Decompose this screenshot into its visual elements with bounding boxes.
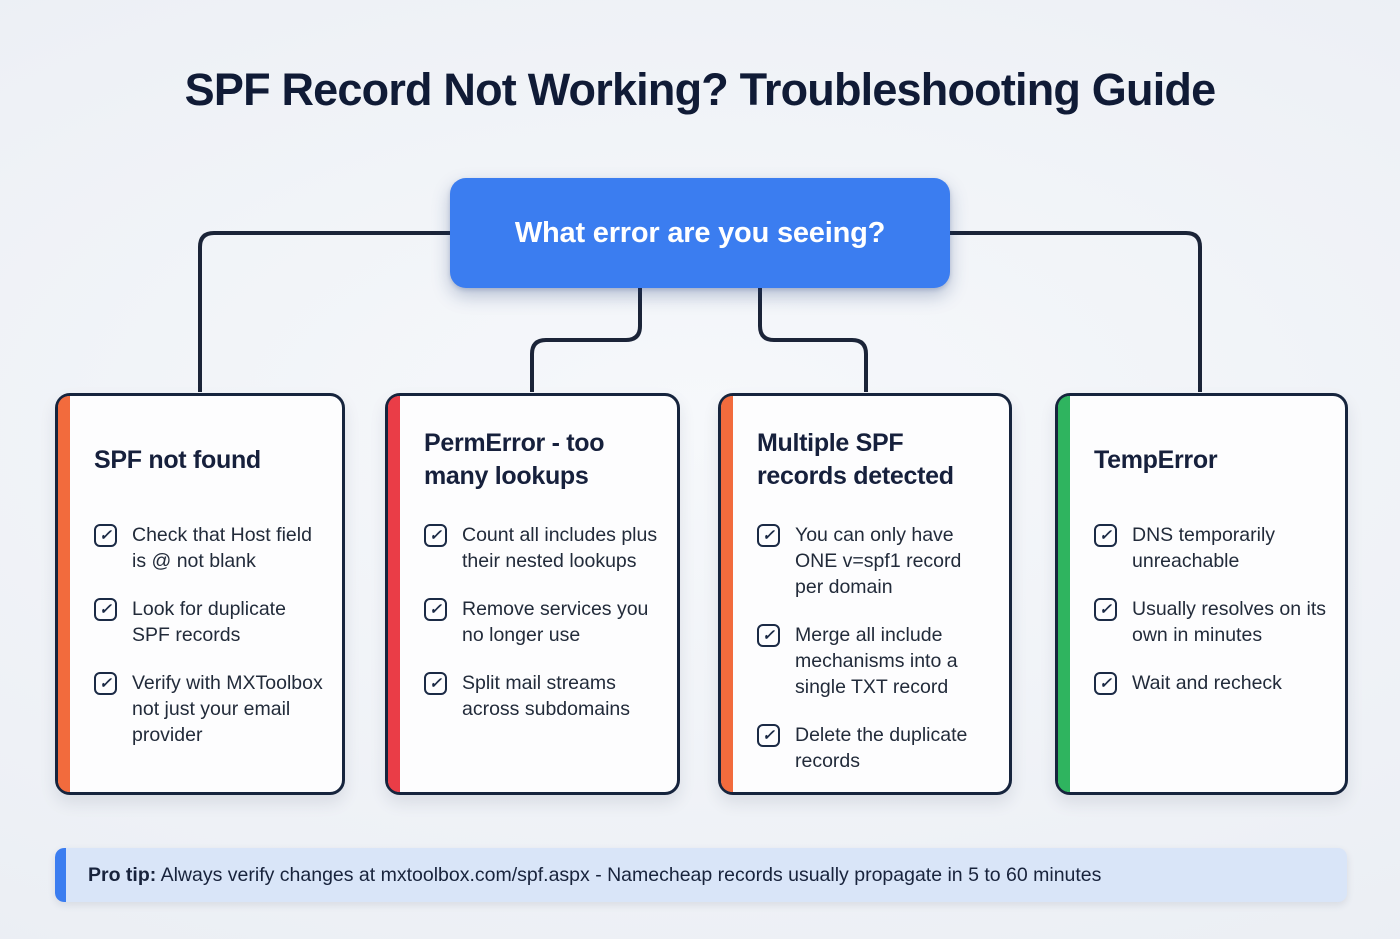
checkbox-icon[interactable]: ✓	[424, 672, 447, 695]
checkbox-icon[interactable]: ✓	[1094, 598, 1117, 621]
checkbox-icon[interactable]: ✓	[94, 672, 117, 695]
list-item-text: Count all includes plus their nested loo…	[462, 524, 658, 572]
list-item: ✓ Merge all include mechanisms into a si…	[757, 622, 991, 700]
card-temperror: TempError ✓ DNS temporarily unreachable …	[1055, 393, 1348, 795]
card-spf-not-found: SPF not found ✓ Check that Host field is…	[55, 393, 345, 795]
list-item-text: Merge all include mechanisms into a sing…	[795, 624, 958, 698]
checkbox-icon[interactable]: ✓	[757, 524, 780, 547]
list-item: ✓ Verify with MXToolbox not just your em…	[94, 670, 324, 748]
card-title: SPF not found	[94, 445, 261, 474]
card-permerror: PermError - too many lookups ✓ Count all…	[385, 393, 680, 795]
list-item-text: Look for duplicate SPF records	[132, 598, 286, 646]
pro-tip-label: Pro tip:	[88, 863, 157, 886]
list-item-text: DNS temporarily unreachable	[1132, 524, 1276, 572]
checklist: ✓ Check that Host field is @ not blank ✓…	[94, 522, 324, 748]
list-item-text: Verify with MXToolbox not just your emai…	[132, 672, 323, 746]
list-item-text: Delete the duplicate records	[795, 724, 968, 772]
connector-root-to-card-4	[950, 231, 1202, 392]
checklist: ✓ Count all includes plus their nested l…	[424, 522, 659, 722]
connector-root-to-card-1	[198, 231, 450, 392]
checkbox-icon[interactable]: ✓	[94, 598, 117, 621]
card-accent-bar	[58, 396, 70, 792]
list-item-text: Remove services you no longer use	[462, 598, 649, 646]
list-item: ✓ Look for duplicate SPF records	[94, 596, 324, 648]
checklist: ✓ You can only have ONE v=spf1 record pe…	[757, 522, 991, 774]
card-title: PermError - too many lookups	[424, 429, 605, 490]
root-question-label: What error are you seeing?	[514, 216, 886, 249]
card-accent-bar	[721, 396, 733, 792]
checkbox-icon[interactable]: ✓	[757, 624, 780, 647]
list-item: ✓ Remove services you no longer use	[424, 596, 659, 648]
page-title: SPF Record Not Working? Troubleshooting …	[184, 64, 1216, 115]
card-accent-bar	[1058, 396, 1070, 792]
list-item: ✓ Delete the duplicate records	[757, 722, 991, 774]
checkbox-icon[interactable]: ✓	[1094, 672, 1117, 695]
list-item: ✓ Usually resolves on its own in minutes	[1094, 596, 1327, 648]
checkbox-icon[interactable]: ✓	[424, 524, 447, 547]
connector-root-to-card-2	[530, 287, 642, 392]
list-item-text: You can only have ONE v=spf1 record per …	[795, 524, 962, 598]
list-item: ✓ Check that Host field is @ not blank	[94, 522, 324, 574]
list-item: ✓ You can only have ONE v=spf1 record pe…	[757, 522, 991, 600]
list-item: ✓ Wait and recheck	[1094, 670, 1327, 696]
checklist: ✓ DNS temporarily unreachable ✓ Usually …	[1094, 522, 1327, 696]
card-accent-bar	[388, 396, 400, 792]
list-item-text: Check that Host field is @ not blank	[132, 524, 312, 572]
pro-tip-accent-bar	[55, 848, 66, 902]
list-item-text: Usually resolves on its own in minutes	[1132, 598, 1326, 646]
checkbox-icon[interactable]: ✓	[1094, 524, 1117, 547]
connector-root-to-card-3	[758, 287, 868, 392]
checkbox-icon[interactable]: ✓	[757, 724, 780, 747]
checkbox-icon[interactable]: ✓	[94, 524, 117, 547]
list-item: ✓ Split mail streams across subdomains	[424, 670, 659, 722]
checkbox-icon[interactable]: ✓	[424, 598, 447, 621]
card-title: TempError	[1094, 445, 1218, 474]
list-item-text: Split mail streams across subdomains	[462, 672, 630, 720]
list-item: ✓ DNS temporarily unreachable	[1094, 522, 1327, 574]
list-item-text: Wait and recheck	[1132, 672, 1282, 694]
list-item: ✓ Count all includes plus their nested l…	[424, 522, 659, 574]
card-title: Multiple SPF records detected	[757, 429, 954, 490]
pro-tip-banner: Pro tip: Always verify changes at mxtool…	[55, 848, 1347, 902]
root-question-box: What error are you seeing?	[450, 178, 950, 288]
pro-tip-text: Pro tip: Always verify changes at mxtool…	[88, 863, 1102, 886]
card-multiple-spf-records: Multiple SPF records detected ✓ You can …	[718, 393, 1012, 795]
